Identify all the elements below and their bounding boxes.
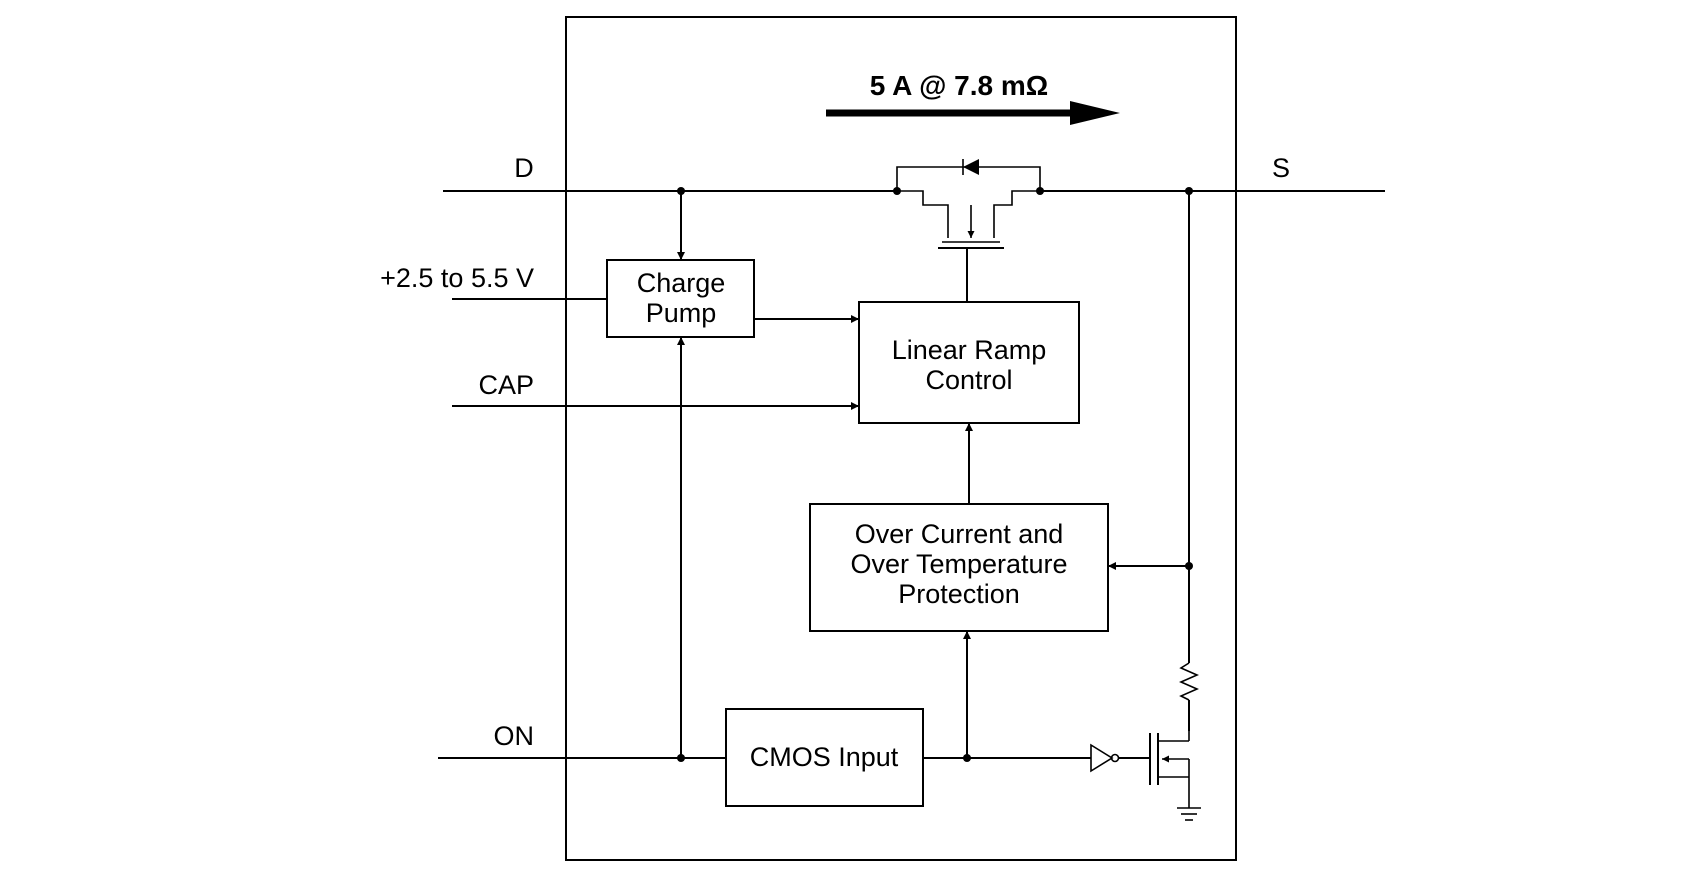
pin-label-d: D	[514, 153, 534, 183]
pin-label-supply: +2.5 to 5.5 V	[380, 263, 534, 293]
linear-ramp-label-line2: Control	[925, 365, 1012, 395]
charge-pump-label-line2: Pump	[646, 298, 717, 328]
cmos-input-block	[725, 708, 924, 807]
linear-ramp-control-block	[858, 301, 1080, 424]
inverter-symbol	[1090, 743, 1150, 773]
protection-label-line2: Over Temperature	[850, 549, 1067, 579]
junction-dot	[1185, 562, 1193, 570]
pin-label-on: ON	[494, 721, 535, 751]
cmos-input-label: CMOS Input	[750, 742, 899, 772]
power-mosfet-symbol	[896, 159, 1041, 302]
junction-dot	[1036, 187, 1044, 195]
ground-symbol	[1177, 807, 1201, 821]
protection-block	[809, 503, 1109, 632]
charge-pump-label-line1: Charge	[637, 268, 726, 298]
resistor-symbol	[1179, 662, 1199, 701]
junction-dot	[893, 187, 901, 195]
pin-label-s: S	[1272, 153, 1290, 183]
linear-ramp-label-line1: Linear Ramp	[892, 335, 1047, 365]
protection-label-line1: Over Current and	[855, 519, 1064, 549]
junction-dot	[677, 754, 685, 762]
current-flow-arrowhead	[1070, 101, 1120, 125]
pin-label-cap: CAP	[478, 370, 534, 400]
current-rating-label: 5 A @ 7.8 mΩ	[870, 70, 1048, 101]
junction-dot	[1185, 187, 1193, 195]
junction-dot	[677, 187, 685, 195]
protection-label-line3: Protection	[898, 579, 1020, 609]
